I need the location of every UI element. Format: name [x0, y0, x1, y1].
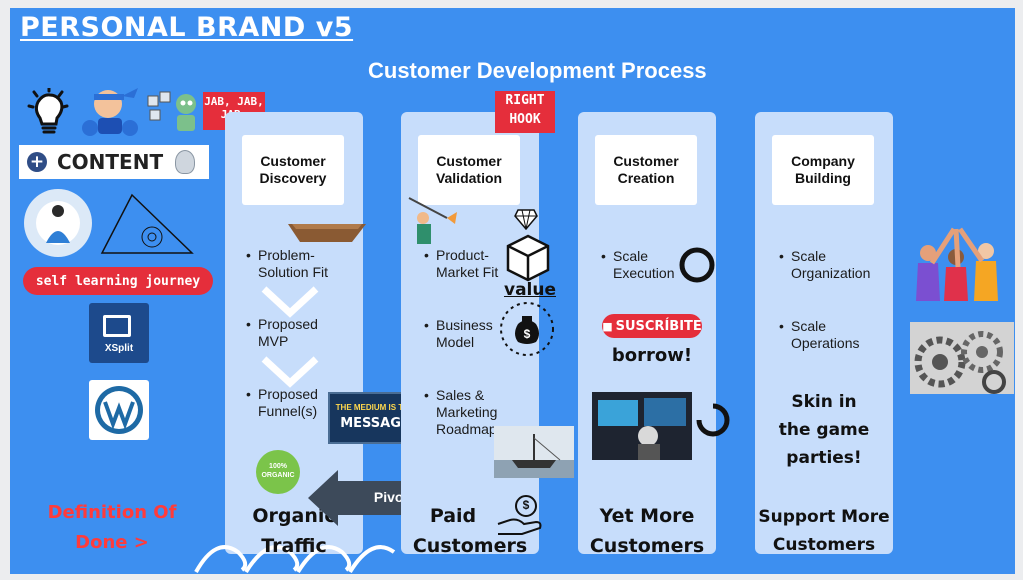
- bullet-proposed-mvp: Proposed MVP: [246, 316, 338, 350]
- diamond-icon: [514, 208, 538, 231]
- wordpress-logo: [89, 380, 149, 440]
- gears-photo: [910, 322, 1014, 394]
- plus-circle-icon: +: [27, 152, 47, 172]
- pivot-label: Pivot: [373, 489, 409, 505]
- skin-in-the-game-label: Skin in the game parties!: [755, 388, 893, 472]
- chevron-down-icon: [260, 285, 320, 319]
- bottom-line1: Support More: [758, 507, 890, 527]
- fishing-boat-photo: [494, 426, 574, 478]
- bottom-line2: Customers: [589, 535, 705, 557]
- bullet-proposed-funnels: Proposed Funnel(s): [246, 386, 332, 420]
- bottom-label-organic-traffic: Organic Traffic: [225, 501, 363, 561]
- medium-line2: MESSAGE: [340, 416, 410, 431]
- skin-line1: Skin in: [791, 392, 857, 412]
- borrow-label: borrow!: [611, 345, 693, 366]
- skin-line3: parties!: [786, 448, 862, 468]
- money-bag-icon: $: [498, 300, 556, 358]
- dod-line2: Done >: [75, 532, 149, 553]
- coin-dollar-icon: $: [522, 498, 530, 512]
- waves-icon: [186, 524, 406, 574]
- chevron-down-icon: [260, 355, 320, 389]
- robot-icon: [146, 88, 206, 136]
- bottom-line2: Customers: [772, 535, 876, 555]
- subscribe-label: SUSCRÍBITE: [615, 318, 702, 334]
- column-head-customer-creation: Customer Creation: [595, 135, 697, 205]
- bullet-scale-execution: Scale Execution: [601, 248, 683, 282]
- column-head-company-building: Company Building: [772, 135, 874, 205]
- skin-line2: the game: [778, 420, 870, 440]
- value-label: value: [503, 280, 556, 300]
- bullet-scale-operations: Scale Operations: [779, 318, 881, 352]
- bell-icon: ■: [602, 319, 613, 333]
- content-box[interactable]: + CONTENT: [19, 145, 209, 179]
- team-high-five-illustration: [906, 223, 1010, 303]
- xsplit-logo: XSplit: [89, 303, 149, 363]
- content-label: CONTENT: [57, 150, 164, 174]
- product-box-icon: [504, 232, 552, 284]
- shell-icon: [175, 150, 196, 174]
- bottom-label-yet-more-customers: Yet More Customers: [578, 501, 716, 561]
- column-head-customer-discovery: Customer Discovery: [242, 135, 344, 205]
- refresh-cycle-icon: [678, 246, 716, 284]
- medium-line1: THE MEDIUM IS THE: [335, 403, 415, 412]
- right-hook-label: RIGHT HOOK: [495, 91, 555, 133]
- refresh-cycle-icon: [695, 402, 731, 438]
- bottom-line2: Traffic: [261, 535, 327, 557]
- self-learning-journey-pill: self learning journey: [23, 267, 213, 295]
- organic-badge-icon: 100% ORGANIC: [252, 448, 304, 496]
- bottom-line1: Yet More: [599, 505, 695, 527]
- dollar-sign-icon: $: [523, 327, 531, 341]
- bottom-label-paid-customers: Paid Customers: [401, 501, 539, 561]
- lightbulb-icon: [26, 86, 70, 138]
- dod-line1: Definition Of: [47, 502, 177, 523]
- gaming-setup-photo: [592, 392, 692, 460]
- definition-of-done: Definition Of Done >: [32, 498, 192, 558]
- bottom-line1: Organic: [252, 505, 336, 527]
- brand-title: PERSONAL BRAND v5: [20, 12, 354, 43]
- bottom-label-support-more-customers: Support More Customers: [755, 501, 893, 559]
- bullet-problem-solution-fit: Problem-Solution Fit: [246, 247, 354, 281]
- bullet-sales-marketing-roadmap: Sales & Marketing Roadmap: [424, 387, 502, 438]
- bottom-line1: Paid: [429, 505, 477, 527]
- bullet-product-market-fit: Product-Market Fit: [424, 247, 510, 281]
- xsplit-label: XSplit: [104, 343, 134, 354]
- learning-illustration: [22, 183, 222, 269]
- organic-badge-label: 100% ORGANIC: [261, 463, 295, 479]
- rowboat-icon: [286, 216, 368, 246]
- boxer-icon: [78, 84, 144, 140]
- subscribe-button[interactable]: ■ SUSCRÍBITE: [602, 314, 702, 338]
- bullet-scale-organization: Scale Organization: [779, 248, 881, 282]
- fisherman-icon: [403, 194, 463, 248]
- xsplit-frame-icon: [103, 315, 131, 337]
- slide: PERSONAL BRAND v5 Customer Development P…: [10, 8, 1015, 574]
- hand-coin-icon: $: [496, 494, 544, 538]
- bullet-business-model: Business Model: [424, 317, 500, 351]
- column-head-customer-validation: Customer Validation: [418, 135, 520, 205]
- process-title: Customer Development Process: [368, 58, 707, 83]
- bottom-line2: Customers: [412, 535, 528, 557]
